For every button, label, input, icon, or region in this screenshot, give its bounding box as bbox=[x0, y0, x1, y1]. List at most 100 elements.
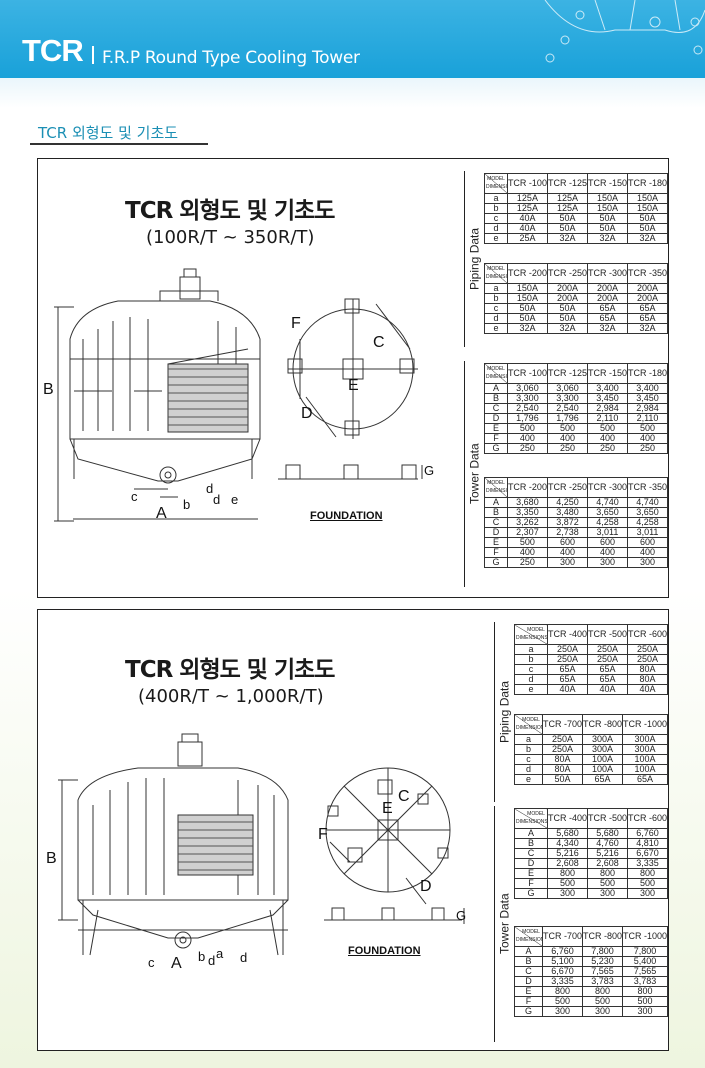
table-cell: 400 bbox=[506, 433, 548, 444]
row-dimension-label: C bbox=[484, 403, 508, 414]
dim-D-label: D bbox=[420, 878, 432, 895]
table-cell: 32A bbox=[626, 323, 669, 334]
table-cell: 300 bbox=[546, 888, 588, 899]
model-column-header: TCR -400 bbox=[546, 808, 588, 829]
table-cell: 4,740 bbox=[586, 497, 628, 508]
model-column-header: TCR -125 bbox=[546, 173, 588, 194]
table-cell: 500 bbox=[506, 423, 548, 434]
dim-d2-label: d bbox=[213, 492, 221, 507]
piping-data-label: Piping Data bbox=[494, 622, 514, 802]
dim-a-label: a bbox=[216, 946, 224, 961]
dim-C-label: C bbox=[398, 788, 410, 805]
piping-data-label: Piping Data bbox=[464, 171, 484, 347]
table-cell: 250A bbox=[626, 654, 669, 665]
section-underline bbox=[30, 143, 208, 145]
model-column-header: TCR -1000 bbox=[621, 926, 669, 947]
drawing-panel-large: TCR 외형도 및 기초도 (400R/T ~ 1,000R/T) FOUNDA… bbox=[37, 609, 669, 1051]
table-cell: 125A bbox=[546, 193, 588, 204]
model-column-header: TCR -600 bbox=[626, 624, 669, 645]
table-cell: 4,258 bbox=[586, 517, 628, 528]
dim-c-label: c bbox=[148, 955, 155, 970]
panel-title: TCR 외형도 및 기초도 bbox=[125, 657, 335, 683]
table-cell: 250 bbox=[506, 443, 548, 454]
table-cell: 300 bbox=[546, 557, 588, 568]
table-cell: 250A bbox=[586, 644, 628, 655]
table-cell: 400 bbox=[506, 547, 548, 558]
table-cell: 500 bbox=[586, 878, 628, 889]
table-cell: 80A bbox=[541, 764, 583, 775]
tower-drawing bbox=[54, 268, 423, 522]
table-cell: 250A bbox=[546, 644, 588, 655]
row-dimension-label: b bbox=[484, 203, 508, 214]
table-cell: 150A bbox=[626, 203, 669, 214]
table-cell: 80A bbox=[541, 754, 583, 765]
dimensions-header: DIMENSIONS bbox=[486, 374, 507, 380]
row-dimension-label: E bbox=[514, 986, 543, 997]
dim-d2-label: d bbox=[240, 950, 248, 965]
table-cell: 250A bbox=[626, 644, 669, 655]
table-cell: 65A bbox=[621, 774, 669, 785]
model-header: MODEL bbox=[487, 176, 505, 182]
model-column-header: TCR -700 bbox=[541, 714, 583, 735]
table-cell: 250 bbox=[586, 443, 628, 454]
dim-E-label: E bbox=[382, 800, 393, 817]
table-cell: 125A bbox=[546, 203, 588, 214]
dim-F-label: F bbox=[291, 315, 301, 332]
table-cell: 65A bbox=[546, 664, 588, 675]
table-cell: 3,400 bbox=[626, 383, 669, 394]
table-cell: 400 bbox=[586, 433, 628, 444]
table-cell: 400 bbox=[626, 433, 669, 444]
table-cell: 500 bbox=[581, 996, 623, 1007]
table-cell: 50A bbox=[541, 774, 583, 785]
table-cell: 50A bbox=[506, 303, 548, 314]
table-cell: 600 bbox=[586, 537, 628, 548]
table-cell: 3,011 bbox=[586, 527, 628, 538]
table-cell: 200A bbox=[626, 293, 669, 304]
model-header: MODEL bbox=[527, 627, 545, 633]
table-cell: 1,796 bbox=[506, 413, 548, 424]
table-cell: 5,680 bbox=[546, 828, 588, 839]
panel-caption: (100R/T ~ 350R/T) bbox=[146, 227, 315, 248]
panel-caption: (400R/T ~ 1,000R/T) bbox=[138, 686, 324, 707]
row-dimension-label: C bbox=[514, 848, 548, 859]
table-cell: 300A bbox=[581, 734, 623, 745]
table-cell: 600 bbox=[546, 537, 588, 548]
table-cell: 150A bbox=[506, 283, 548, 294]
table-cell: 3,650 bbox=[586, 507, 628, 518]
table-cell: 400 bbox=[546, 547, 588, 558]
table-cell: 200A bbox=[586, 293, 628, 304]
row-dimension-label: b bbox=[514, 654, 548, 665]
table-cell: 200A bbox=[546, 293, 588, 304]
table-cell: 6,670 bbox=[541, 966, 583, 977]
row-dimension-label: c bbox=[484, 303, 508, 314]
table-cell: 4,760 bbox=[586, 838, 628, 849]
table-cell: 50A bbox=[546, 313, 588, 324]
table-cell: 250A bbox=[586, 654, 628, 665]
row-dimension-label: A bbox=[514, 946, 543, 957]
table-cell: 800 bbox=[581, 986, 623, 997]
row-dimension-label: F bbox=[484, 433, 508, 444]
dimensions-header: DIMENSIONS bbox=[516, 725, 541, 731]
table-cell: 3,300 bbox=[546, 393, 588, 404]
dim-e-label: e bbox=[231, 492, 239, 507]
table-cell: 4,740 bbox=[626, 497, 669, 508]
table-cell: 100A bbox=[581, 764, 623, 775]
model-column-header: TCR -500 bbox=[586, 808, 628, 829]
